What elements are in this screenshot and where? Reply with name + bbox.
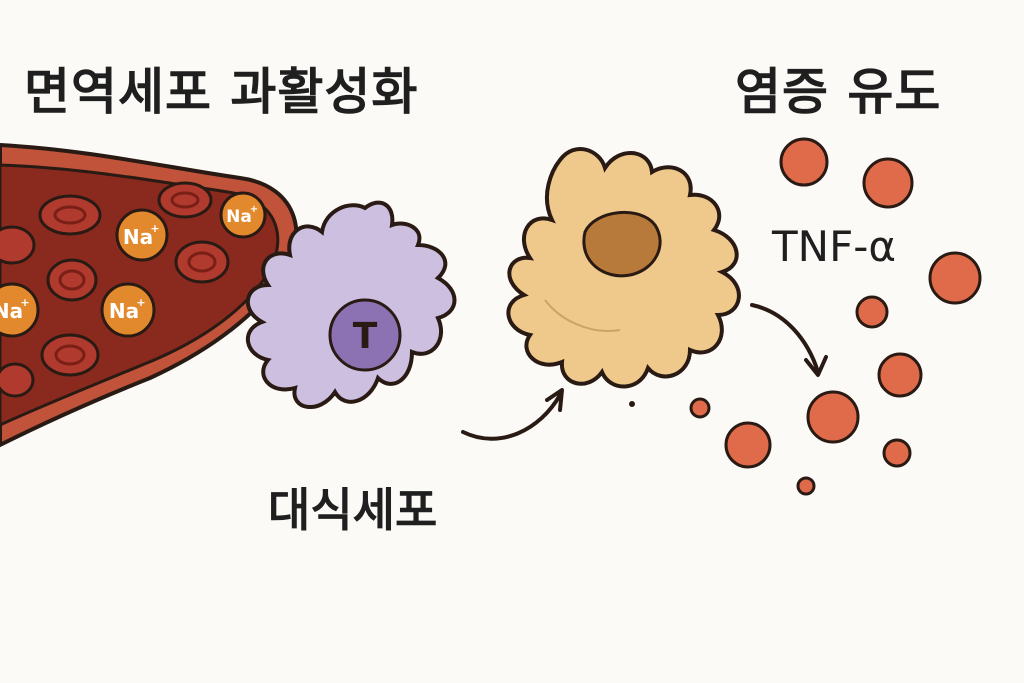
arrow-release-shaft xyxy=(750,303,820,374)
red-blood-cell xyxy=(174,240,230,284)
t-cell-letter: T xyxy=(353,316,378,357)
arrow-release-head xyxy=(804,355,828,377)
cytokine-particle xyxy=(689,397,711,419)
cytokine-particle xyxy=(806,390,860,444)
sodium-ion-circle xyxy=(100,282,156,338)
title-inflammation-induction: 염증 유도 xyxy=(735,63,942,121)
sodium-ion-circle xyxy=(0,282,40,338)
cytokine-particle xyxy=(796,476,816,496)
tnf-alpha-label: TNF-α xyxy=(772,222,897,271)
sodium-charge: + xyxy=(250,204,258,215)
red-blood-cell xyxy=(40,333,100,377)
sodium-ion: Na + xyxy=(100,282,156,338)
sodium-ion-circle xyxy=(219,191,267,239)
red-cell-center xyxy=(170,191,200,209)
sodium-ion: Na + xyxy=(115,208,169,262)
sodium-label: Na xyxy=(123,225,153,249)
blood-vessel: Na + Na + Na + Na + xyxy=(0,142,299,448)
cytokine-particle xyxy=(779,137,829,187)
red-cell-centers xyxy=(53,191,217,366)
red-blood-cell xyxy=(157,181,213,219)
cytokine-particle xyxy=(855,295,889,329)
red-blood-cells xyxy=(0,181,230,398)
arrow-activation-head xyxy=(545,388,564,412)
arrow-activation-shaft xyxy=(461,393,562,441)
sodium-ion: Na + xyxy=(0,282,40,338)
cytokine-particle xyxy=(724,421,772,469)
red-blood-cell xyxy=(0,225,36,265)
cytokine-particle xyxy=(877,352,923,398)
red-cell-center xyxy=(187,251,217,273)
cytokine-particle xyxy=(882,438,912,468)
title-immune-overactivation: 면역세포 과활성화 xyxy=(24,63,419,121)
red-blood-cell xyxy=(38,194,102,236)
macrophage-membrane-detail xyxy=(544,299,621,332)
red-blood-cell xyxy=(46,258,98,302)
cytokine-particle xyxy=(862,157,914,209)
activated-macrophage-nucleus xyxy=(582,210,662,278)
red-cell-center xyxy=(54,344,86,366)
arrow-activation xyxy=(461,388,564,441)
sodium-label: Na xyxy=(0,299,23,323)
sodium-charge: + xyxy=(150,222,159,235)
sodium-label: Na xyxy=(226,207,252,227)
arrow-release xyxy=(750,303,828,377)
cytokine-particles xyxy=(689,137,982,496)
red-blood-cell xyxy=(0,362,35,398)
sodium-ion-circle xyxy=(115,208,169,262)
debris-dot xyxy=(629,401,635,407)
t-cell-nucleus xyxy=(328,298,402,372)
t-cell: T xyxy=(245,200,457,410)
sodium-charge: + xyxy=(20,296,29,309)
sodium-ion: Na + xyxy=(219,191,267,239)
sodium-ions: Na + Na + Na + Na + xyxy=(0,191,267,338)
activated-macrophage xyxy=(506,147,741,389)
macrophage-label: 대식세포 xyxy=(268,483,438,537)
red-cell-center xyxy=(53,205,87,225)
sodium-label: Na xyxy=(109,299,139,323)
cytokine-particle xyxy=(928,251,982,305)
sodium-charge: + xyxy=(136,296,145,309)
red-cell-center xyxy=(58,269,86,291)
